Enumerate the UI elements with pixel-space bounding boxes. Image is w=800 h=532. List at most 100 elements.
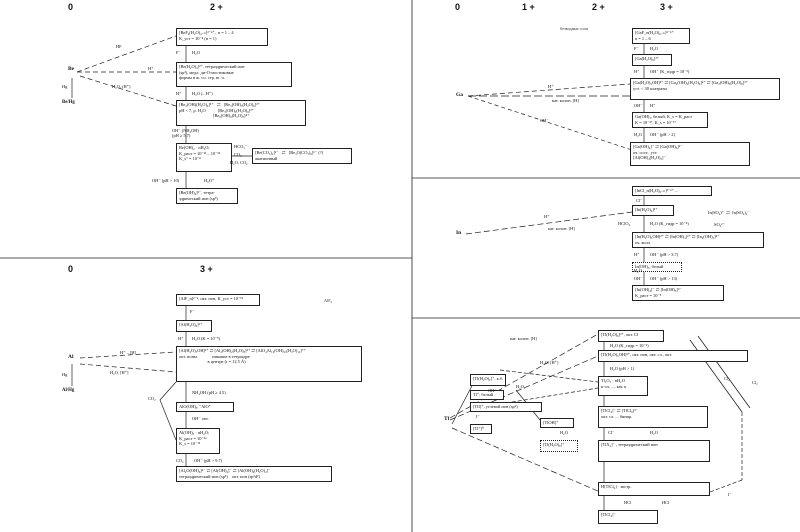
hg-label-al: Hg <box>62 372 68 377</box>
in-sulfate-complex: In(SO₄)⁺ ⇄ In(SO₄)₂⁻ <box>708 210 750 215</box>
al-lbl-h: H⁺ <box>178 336 184 341</box>
ga-gallate-box: [Ga(OH)₄]⁻ ⇄ [Ga(OH)₆]³⁻ оч. сост., уст.… <box>630 142 750 166</box>
be-lbl-h2o-h: H₂O (– H⁺) <box>192 91 213 96</box>
in-aqua-box: [In(H₂O)₆]³⁺ <box>632 205 674 216</box>
al-hydrolysis-box: [Al(H₂O)₅OH]²⁺ ⇄ [Al₂(OH)₂(H₂O)₈]⁴⁺ ⇄ [A… <box>176 346 362 382</box>
al-lbl-oh-okt: OH⁻ окт. <box>192 416 209 421</box>
tl-lbl-h2o-2: H₂O <box>650 430 658 435</box>
al-lbl-h2o-k: H₂O (K = 10⁻⁵) <box>192 336 220 341</box>
header-ga-2plus: 2 + <box>592 2 605 12</box>
in-lbl-hclo4: HClO₄ <box>618 221 631 226</box>
header-al-0: 0 <box>68 264 74 274</box>
header-be-2plus: 2 + <box>210 2 223 12</box>
element-tl: Tl <box>444 416 450 422</box>
in-indate-box: [In(OH)₄]⁻ ⇄ [In(OH)₆]³⁻ K_раст = 10⁻⁵ <box>632 285 724 301</box>
al-lbl-co2: CO₂ <box>176 458 184 463</box>
be-lbl-h2o-plus: H₂O⁺ <box>204 178 215 183</box>
ga-lbl-h2o-2: H₂O <box>634 132 642 137</box>
in-arrow-tech: кат. колон. [H] <box>548 226 575 231</box>
tl-lbl-i: I⁻ <box>476 414 480 419</box>
arrow-label-h: H⁺ <box>148 66 154 71</box>
ga-lbl-f: F⁻ <box>634 46 639 51</box>
ga-lbl-oh-ph: OH⁻ (pH > 2) <box>650 132 675 137</box>
be-aqua-box: [Be(H₂O)₄]²⁺, тетраэдрический ион (sp³),… <box>176 62 292 87</box>
al-lbl-oh-97: OH⁻ (pH > 9.7) <box>194 458 223 463</box>
element-in: In <box>456 230 462 236</box>
tl-lbl-hcl: HCl <box>624 500 632 505</box>
be-fluoro-box: [BeF₄(H₂O)₄₋ₙ]²⁻ⁿ⁺, n = 1 – 4 K_уст = 10… <box>176 28 268 46</box>
al-arrow-h: H⁺ – [H] <box>120 350 136 355</box>
in-hydroxide-box: In(OH)₃, белый <box>632 262 682 272</box>
in-lbl-oh-13: OH⁻ (pH > 13) <box>650 276 678 281</box>
al-lbl-nh4oh: NH₄OH (pH ≥ 4.5) <box>192 390 226 395</box>
ga-fluoro-box: [GaF_n(H₂O)₆₋ₙ]³⁻ⁿ⁺ n = 1 – 6 <box>632 28 690 44</box>
al-aqua-box: [Al(H₂O)₆]³⁺ <box>176 320 212 332</box>
header-ga-1plus: 1 + <box>522 2 535 12</box>
be-hydrolysis-box: [Be₂(OH)(H₂O)₆]³⁺ ⇄ [Be₃(OH)₃(H₂O)₆]³⁺ p… <box>176 100 306 126</box>
al-arrow-co2: CO₂ <box>148 396 156 401</box>
ga-arrow-h: H⁺ <box>548 84 554 89</box>
tl-arrow-cl: Cl₂ <box>724 376 730 381</box>
header-al-3plus: 3 + <box>200 264 213 274</box>
tl-white-box: Tl⁺, белый <box>470 390 504 400</box>
tl-arrow-tech: кат. колон. [H] <box>510 336 537 341</box>
in-lbl-cl: Cl⁻ <box>636 198 643 203</box>
al-lbl-f: F⁻ <box>190 309 195 314</box>
be-lbl-oh-ph10: OH⁻ (pH > 10) <box>152 178 180 183</box>
in-hydrolysis-box: [In(H₂O)₅OH]²⁺ ⇄ [In(OH)₃]³⁺ ⇄ [In₂(OH)₂… <box>632 232 764 248</box>
al-hydroxide-box: Al(OH)₃ · nH₂O; K_раст = 10⁻³³ K_s = 10⁻… <box>176 428 220 454</box>
tl-chloro-box: [TlCl₄]⁻ ⇄ [TlCl₆]³⁻ окт. сл. ... бинар. <box>598 406 708 428</box>
tl-lbl-cl: Cl⁻ <box>608 430 615 435</box>
ga-lbl-h2o: H₂O <box>650 46 658 51</box>
tl-lbl-cl2: Cl₂ <box>752 380 758 385</box>
tl-hydrolysis-box: [Tl(H₂O)₅OH]²⁺, окт. ион, окт. сл., окт. <box>598 350 748 362</box>
in-arrow-h: H⁺ <box>544 214 550 219</box>
header-ga-3plus: 3 + <box>660 2 673 12</box>
be-lbl-h: H⁺ <box>176 91 182 96</box>
tl-arrow-h2o2: H₂O₂ <box>516 384 526 389</box>
element-be: Be <box>68 66 75 72</box>
be-carbonate-box: [Be(CO₃)₂]²⁻ ⇄ [Be₃O(CO₃)₆]⁶⁻ (?) акатио… <box>252 148 352 164</box>
arrow-label-hf: HF <box>116 44 122 49</box>
tl-lbl-h2o: H₂O <box>560 430 568 435</box>
al-oxyhydroxide-box: AlO(OH)ₓ, "AlO" <box>176 402 234 412</box>
tl-aqua1-box: [Tl(H₂O)₆]⁺, к.б. <box>470 374 506 386</box>
al-arrow-h2o: H₂O, [H⁺] <box>110 370 129 375</box>
tl-aqua1b-box: [Tl(H₂O)₆]⁺ <box>540 440 578 452</box>
be-lbl-h2o-co2: H₂O, CO₂ <box>230 160 248 165</box>
be-lbl-f: F⁻ <box>176 50 181 55</box>
ga-arrow-oh: OH⁻ <box>540 118 549 123</box>
tl-extract-box: H[TlCl₄] · экстр. <box>598 482 710 496</box>
amalgam-be: Be/Hg <box>62 100 75 105</box>
in-lbl-h2o: H₂O <box>634 268 642 273</box>
element-al: Al <box>68 354 74 360</box>
in-lbl-so4: SO₄²⁻ <box>714 222 725 227</box>
ga-hydroxide-box: Ga(OH)₃, белый, K_s = K_раст K = 10⁻³⁷, … <box>632 112 708 128</box>
be-lbl-co2: CO₂ <box>234 152 242 157</box>
tl-arrow-h2o: H₂O, [H⁺] <box>540 360 559 365</box>
al-fluoro-box: [AlF_n]³⁻ⁿ, окт. ион, K_уст = 10⁻¹⁹ <box>176 294 260 306</box>
in-lbl-h: H⁺ <box>634 252 640 257</box>
tl-lbl-h2o-ph: H₂O (pH > 1) <box>610 366 635 371</box>
header-ga-0: 0 <box>455 2 461 12</box>
tl-hydroxo-box: [TlOH]⁺ <box>540 418 574 428</box>
be-lbl-oh: OH⁻ (NH₂OH) (pH ≥ 5.7) <box>172 128 199 138</box>
element-ga: Ga <box>456 92 464 98</box>
tl-tetrahedral-box: [TlX₄]⁻ , тетраэдрический ион <box>598 440 710 462</box>
ga-lbl-oh: OH⁻ <box>634 103 643 108</box>
ga-lbl-h2: H⁺ <box>650 103 656 108</box>
be-hydroxide-box: Be(OH)₂ · nH₂O; K_раст = 10⁻²¹ – 10⁻²² K… <box>176 143 232 172</box>
be-lbl-h2o: H₂O <box>192 50 200 55</box>
tl-zero-box: [Tl⁺]⁰ <box>470 424 492 434</box>
ga-lbl-h: H⁺ <box>634 69 640 74</box>
be-beryllate-box: [Be(OH)₄]²⁻, тетра- эдрический ион (sp³) <box>176 188 238 204</box>
ga-aqua-box: [Ga(H₂O)₆]³⁺ <box>632 54 672 66</box>
tl-iodo-box: [TlI]⁺, углевой ион (sp³) <box>470 402 542 412</box>
hg-label-be: Hg <box>62 84 68 89</box>
amalgam-al: Al/Hg <box>62 388 75 393</box>
tl-aqua3-box: [Tl(H₂O)₆]³⁺, окт. Cl <box>598 330 664 342</box>
tl-lbl-i-2: I⁻ <box>728 492 732 497</box>
ga-arrow-tech: кат. колон. [H] <box>552 98 579 103</box>
in-chloro-box: [InCl_n(H₂O)₆₋ₙ]³⁻ⁿ⁺ ... <box>632 186 712 196</box>
